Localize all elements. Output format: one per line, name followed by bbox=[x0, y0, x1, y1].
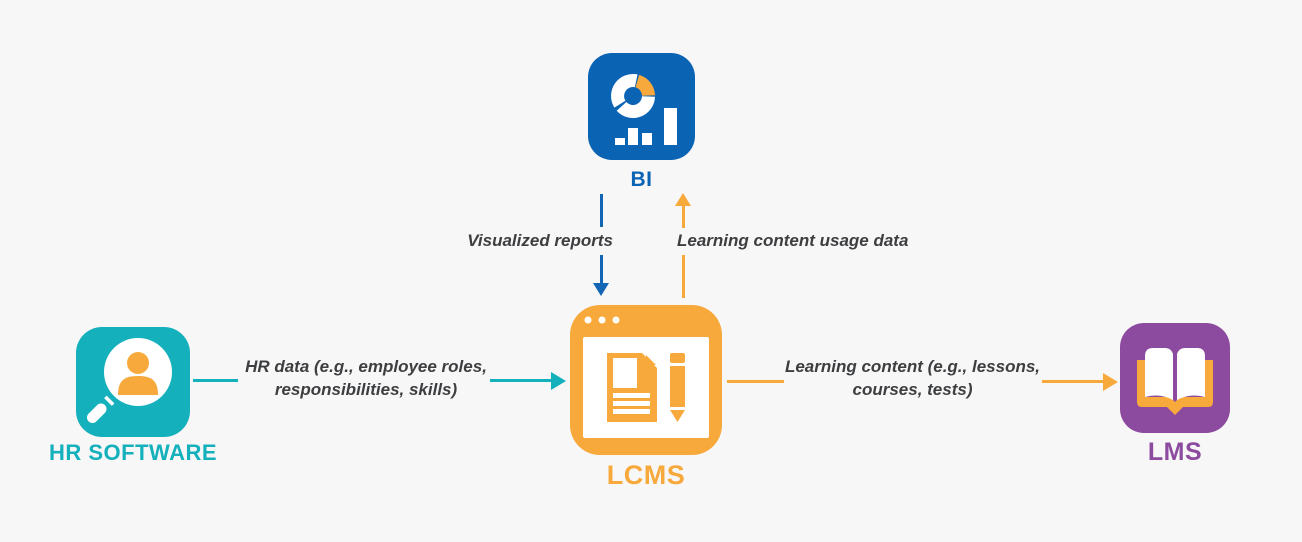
lcms-editor-icon bbox=[570, 305, 722, 455]
edge-label-visualized-reports: Visualized reports bbox=[467, 231, 613, 250]
arrow-line bbox=[727, 380, 784, 383]
bi-chart-icon bbox=[588, 53, 695, 160]
arrow-line bbox=[490, 379, 551, 382]
arrow-head-right-icon bbox=[551, 372, 566, 390]
arrow-line bbox=[682, 255, 685, 298]
arrow-line bbox=[1042, 380, 1103, 383]
arrow-line bbox=[193, 379, 238, 382]
hr-search-person-icon bbox=[76, 327, 190, 437]
arrow-head-down-icon bbox=[593, 283, 609, 296]
arrow-line bbox=[600, 194, 603, 227]
lcms-label: LCMS bbox=[606, 460, 686, 490]
arrow-line bbox=[682, 206, 685, 228]
edge-label-hr-data: HR data (e.g., employee roles, responsib… bbox=[245, 357, 487, 399]
edge-label-learning-content-usage-data: Learning content usage data bbox=[677, 231, 909, 250]
hr-software-label: HR SOFTWARE bbox=[48, 440, 218, 465]
lms-label: LMS bbox=[1147, 438, 1203, 466]
arrow-head-right-icon bbox=[1103, 373, 1118, 391]
arrow-line bbox=[600, 255, 603, 283]
bi-label: BI bbox=[630, 168, 653, 191]
edge-label-learning-content: Learning content (e.g., lessons, courses… bbox=[784, 357, 1041, 399]
lms-open-book-icon bbox=[1120, 323, 1230, 433]
arrow-head-up-icon bbox=[675, 193, 691, 206]
